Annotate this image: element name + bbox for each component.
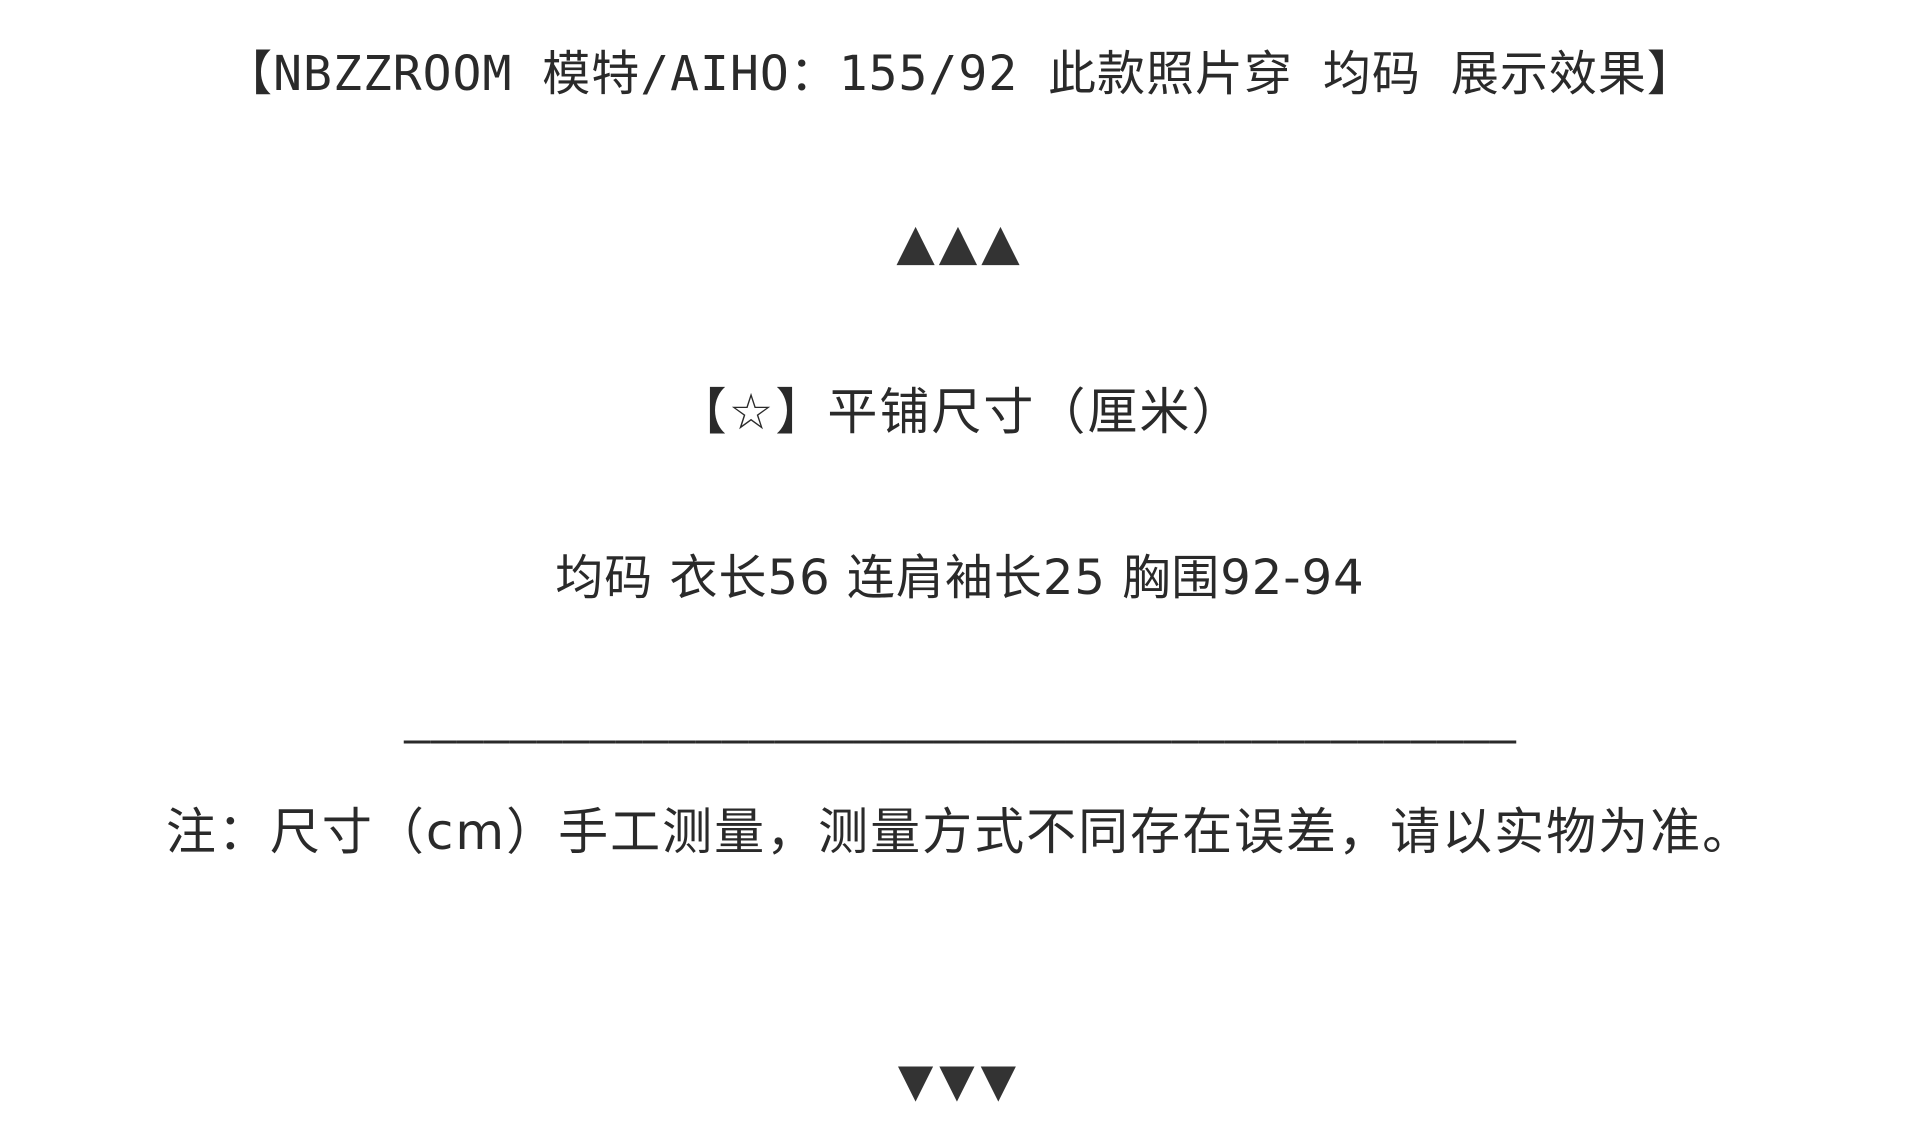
size-section-title: 【☆】平铺尺寸（厘米） [676,383,1244,441]
divider: ————————————————————————————————————————… [403,714,1517,765]
down-arrows-icon: ▼▼▼ [897,1053,1023,1107]
size-measurements: 均码 衣长56 连肩袖长25 胸围92-94 [555,550,1365,606]
measurement-note: 注：尺寸（cm）手工测量，测量方式不同存在误差，请以实物为准。 [165,803,1755,861]
up-arrows-icon: ▲▲▲ [896,213,1024,271]
model-info-header: 【NBZZROOM 模特/AIHO：155/92 此款照片穿 均码 展示效果】 [224,46,1696,102]
